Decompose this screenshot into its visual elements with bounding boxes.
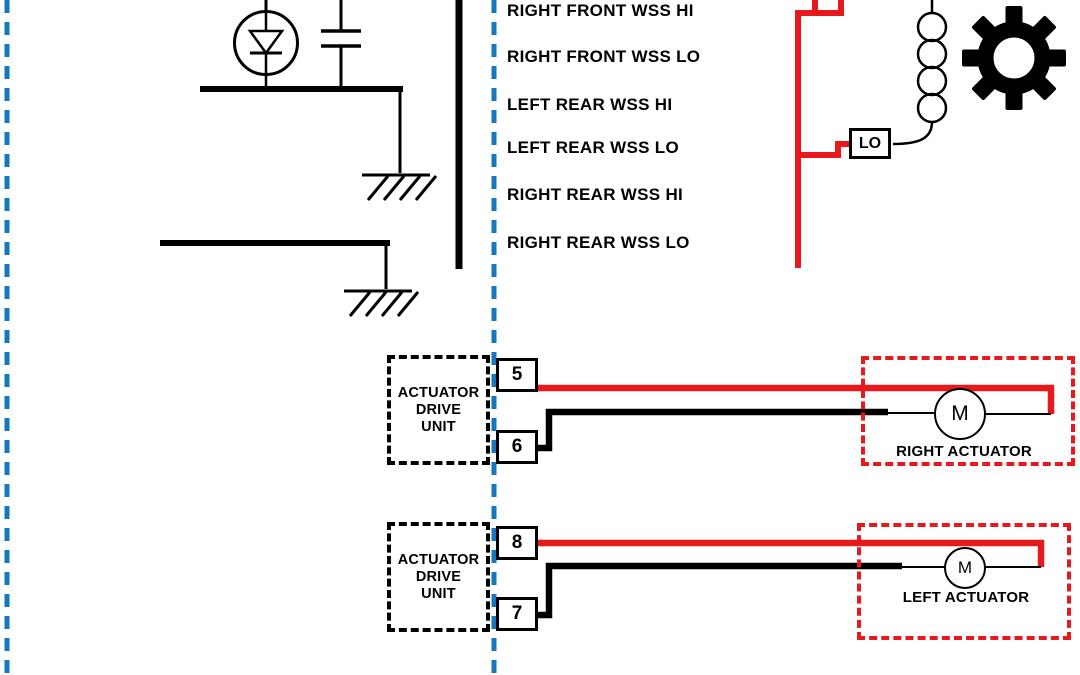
- pin-5-terminal: 5: [496, 358, 538, 392]
- adu-label-line: DRIVE: [415, 568, 462, 585]
- left-actuator-motor: M: [944, 547, 986, 589]
- pin-8-terminal: 8: [496, 526, 538, 560]
- adu-label-line: DRIVE: [415, 401, 462, 418]
- solenoid-lo-terminal: LO: [849, 128, 891, 159]
- label-right-rear-wss-lo: RIGHT REAR WSS LO: [507, 233, 690, 252]
- right-actuator-motor: M: [934, 388, 986, 440]
- ground-bus-2: [160, 240, 420, 317]
- left-actuator-boundary-box: [857, 523, 1071, 640]
- label-right-front-wss-hi: RIGHT FRONT WSS HI: [507, 1, 694, 20]
- gear-icon: [962, 6, 1066, 110]
- motor-symbol-label: M: [957, 558, 973, 577]
- adu-label-line: UNIT: [421, 418, 456, 435]
- diode-branch: [233, 0, 299, 89]
- label-right-rear-wss-hi: RIGHT REAR WSS HI: [507, 185, 684, 204]
- solenoid-coil: [892, 0, 948, 146]
- label-left-rear-wss-hi: LEFT REAR WSS HI: [507, 95, 673, 114]
- label-right-front-wss-lo: RIGHT FRONT WSS LO: [507, 47, 701, 66]
- diode-symbol: [247, 29, 285, 56]
- ground-symbol: [362, 173, 438, 201]
- solenoid-feed-wire: [795, 0, 851, 268]
- left-actuator-label: LEFT ACTUATOR: [902, 589, 1030, 606]
- pin-7-terminal: 7: [496, 597, 538, 631]
- ground-symbol: [344, 289, 420, 317]
- adu-label-line: UNIT: [421, 585, 456, 602]
- actuator-drive-unit-box-right: ACTUATOR DRIVE UNIT: [387, 355, 490, 465]
- right-actuator-label: RIGHT ACTUATOR: [896, 443, 1032, 460]
- ground-bus-1: [200, 86, 438, 201]
- motor-symbol-label: M: [951, 402, 969, 425]
- pin-6-terminal: 6: [496, 430, 538, 464]
- actuator-drive-unit-box-left: ACTUATOR DRIVE UNIT: [387, 522, 490, 632]
- capacitor-branch: [321, 0, 361, 89]
- adu-label-line: ACTUATOR: [397, 551, 480, 568]
- right-actuator-boundary-box: [861, 356, 1075, 466]
- label-left-rear-wss-lo: LEFT REAR WSS LO: [507, 138, 679, 157]
- adu-label-line: ACTUATOR: [397, 384, 480, 401]
